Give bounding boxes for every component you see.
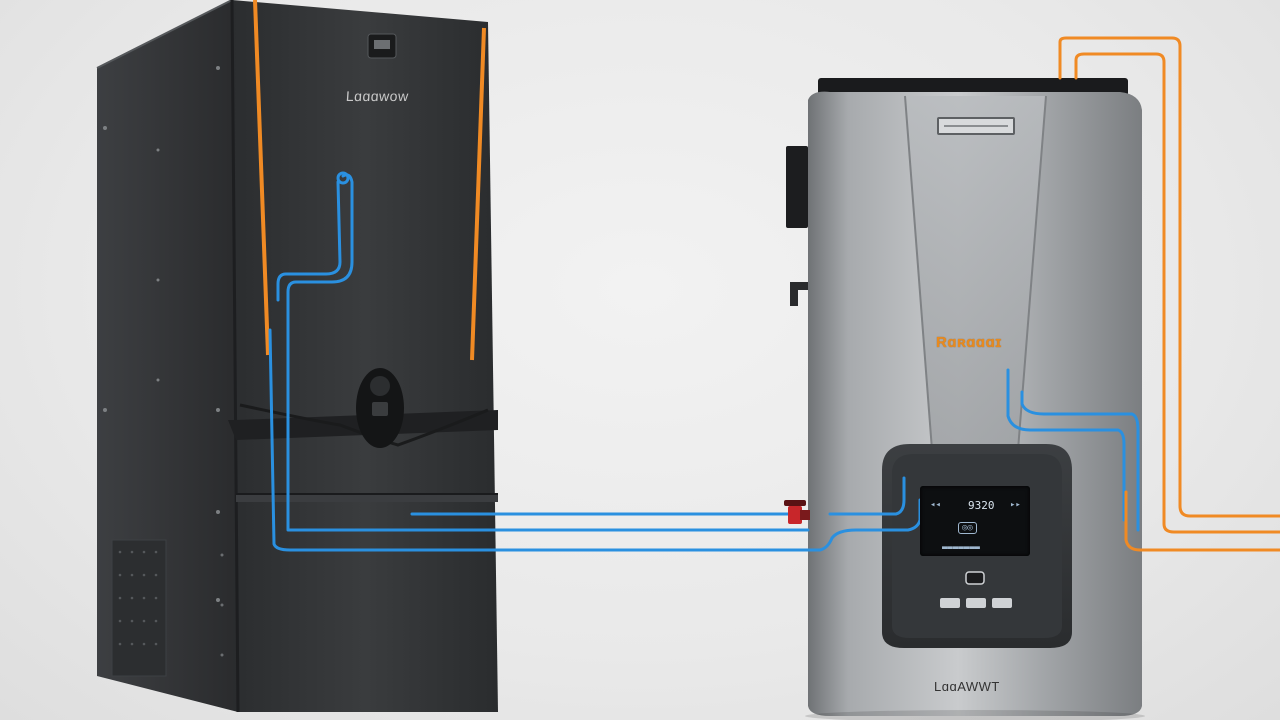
left-cabinet-side-screws [103,66,220,602]
right-unit-top-cap [818,78,1128,96]
cold-water-lines [268,171,1140,552]
display-left-arrows-icon: ◂◂ [930,500,941,510]
left-cabinet-gauge [367,33,397,59]
display-bar-icon: ▬▬▬▬▬▬▬ [942,543,980,553]
right-water-heater [786,78,1145,720]
left-cabinet-orange-stripe-left [253,0,270,356]
wall-bracket [786,146,808,228]
hot-water-lines [1058,36,1280,552]
left-cabinet-orange-stripe-right [470,27,486,361]
left-unit-brand-label: Lɑɑɑwow [345,88,410,104]
console-buttons [940,598,1012,608]
right-unit-bottom-brand: LɑɑAWWT [934,679,1000,694]
right-unit-front-brand: Rɑʀɑɑɑɪ [936,334,1002,351]
display-reading: 9320 [968,499,995,512]
console-symbol [965,571,985,585]
left-boiler-cabinet [96,0,498,713]
left-cabinet-front [232,0,498,712]
left-cabinet-vent [111,539,167,677]
display-mode-icon: ◎◎ [958,522,977,534]
left-cabinet-outlet [356,368,404,448]
display-right-arrows-icon: ▸▸ [1010,500,1021,510]
shutoff-valve [784,500,810,524]
left-cabinet-side [97,0,238,712]
control-display [920,486,1030,556]
right-unit-center-panel [905,96,1046,450]
